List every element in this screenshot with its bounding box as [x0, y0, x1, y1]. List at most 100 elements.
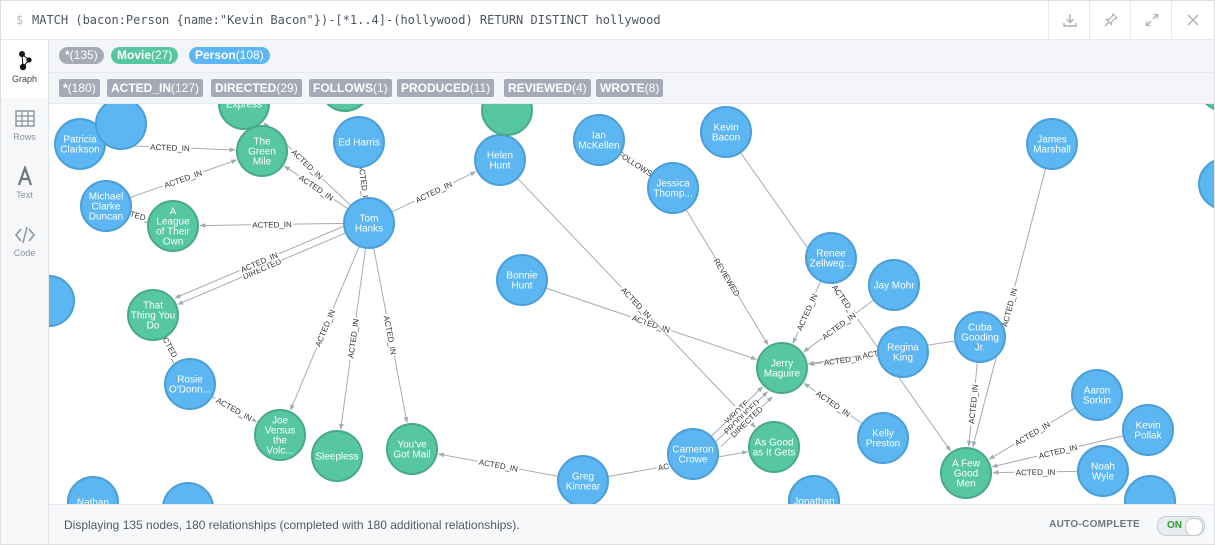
rel-tag-produced[interactable]: PRODUCED(11) [397, 79, 495, 97]
movie-node-mm2[interactable] [481, 104, 533, 136]
node-circle[interactable] [311, 430, 363, 482]
node-circle[interactable] [343, 197, 395, 249]
toggle-knob[interactable] [1185, 518, 1203, 536]
movie-node-mm1[interactable] [320, 104, 370, 112]
person-node-ed[interactable]: Ed Harris [333, 116, 385, 168]
node-circle[interactable] [254, 409, 306, 461]
rel-tag-reviewed[interactable]: REVIEWED(4) [504, 79, 591, 97]
node-circle[interactable] [95, 104, 147, 150]
label-pill-person[interactable]: Person(108) [189, 47, 270, 64]
node-circle[interactable] [557, 455, 609, 504]
node-circle[interactable] [1124, 475, 1176, 504]
node-circle[interactable] [940, 447, 992, 499]
node-circle[interactable] [127, 289, 179, 341]
label-pill-all[interactable]: *(135) [59, 47, 104, 64]
label-pill-movie[interactable]: Movie(27) [111, 47, 179, 64]
node-circle[interactable] [647, 162, 699, 214]
node-circle[interactable] [1199, 104, 1214, 111]
rel-tag-follows[interactable]: FOLLOWS(1) [309, 79, 392, 97]
download-button[interactable] [1048, 1, 1090, 39]
node-circle[interactable] [162, 482, 214, 504]
movie-node-joe[interactable]: JoeVersustheVolc... [254, 409, 306, 461]
node-circle[interactable] [857, 412, 909, 464]
node-circle[interactable] [386, 423, 438, 475]
node-circle[interactable] [1198, 159, 1214, 209]
sidebar-item-text[interactable]: Text [1, 156, 48, 214]
movie-node-express[interactable]: Express [218, 104, 270, 130]
movie-node-mm3[interactable] [1199, 104, 1214, 111]
node-circle[interactable] [49, 275, 75, 327]
person-node-jonathan[interactable]: Jonathan [788, 475, 840, 504]
movie-node-sleepless[interactable]: Sleepless [311, 430, 363, 482]
node-circle[interactable] [868, 259, 920, 311]
sidebar-item-graph[interactable]: Graph [1, 40, 48, 98]
rel-tag-acted-in[interactable]: ACTED_IN(127) [107, 79, 204, 97]
rel-tag-directed[interactable]: DIRECTED(29) [211, 79, 302, 97]
person-node-renee[interactable]: ReneeZellweg... [805, 232, 857, 284]
node-circle[interactable] [496, 254, 548, 306]
node-circle[interactable] [667, 428, 719, 480]
person-node-pp2[interactable] [1124, 475, 1176, 504]
node-circle[interactable] [218, 104, 270, 130]
node-circle[interactable] [700, 106, 752, 158]
pin-button[interactable] [1089, 1, 1131, 39]
node-circle[interactable] [573, 114, 625, 166]
expand-button[interactable] [1130, 1, 1172, 39]
person-node-nathan[interactable]: Nathan [67, 476, 119, 504]
close-button[interactable] [1171, 1, 1213, 39]
person-node-jessica[interactable]: JessicaThomp... [647, 162, 699, 214]
node-circle[interactable] [164, 358, 216, 410]
autocomplete-toggle[interactable]: ON [1157, 516, 1205, 536]
node-circle[interactable] [877, 326, 929, 378]
node-circle[interactable] [788, 475, 840, 504]
person-node-pp3[interactable] [95, 104, 147, 150]
rel-tag-wrote[interactable]: WROTE(8) [596, 79, 664, 97]
query-text[interactable]: MATCH (bacon:Person {name:"Kevin Bacon"}… [32, 13, 661, 27]
person-node-pp5[interactable] [1198, 159, 1214, 209]
node-circle[interactable] [67, 476, 119, 504]
node-circle[interactable] [1077, 445, 1129, 497]
rel-tag-all[interactable]: *(180) [59, 79, 100, 97]
node-circle[interactable] [1026, 118, 1078, 170]
node-circle[interactable] [756, 342, 808, 394]
node-circle[interactable] [236, 125, 288, 177]
sidebar-item-rows[interactable]: Rows [1, 98, 48, 156]
person-node-rosie[interactable]: RosieO'Donn... [164, 358, 216, 410]
node-circle[interactable] [320, 104, 370, 112]
node-circle[interactable] [147, 200, 199, 252]
sidebar-item-code[interactable]: Code [1, 214, 48, 272]
person-node-pp4[interactable] [49, 275, 75, 327]
node-circle[interactable] [954, 311, 1006, 363]
node-circle[interactable] [1071, 369, 1123, 421]
node-circle[interactable] [80, 180, 132, 232]
node-circle[interactable] [748, 421, 800, 473]
node-circle[interactable] [805, 232, 857, 284]
node-circle[interactable] [333, 116, 385, 168]
person-node-jay[interactable]: Jay Mohr [868, 259, 920, 311]
person-node-pp1[interactable] [162, 482, 214, 504]
